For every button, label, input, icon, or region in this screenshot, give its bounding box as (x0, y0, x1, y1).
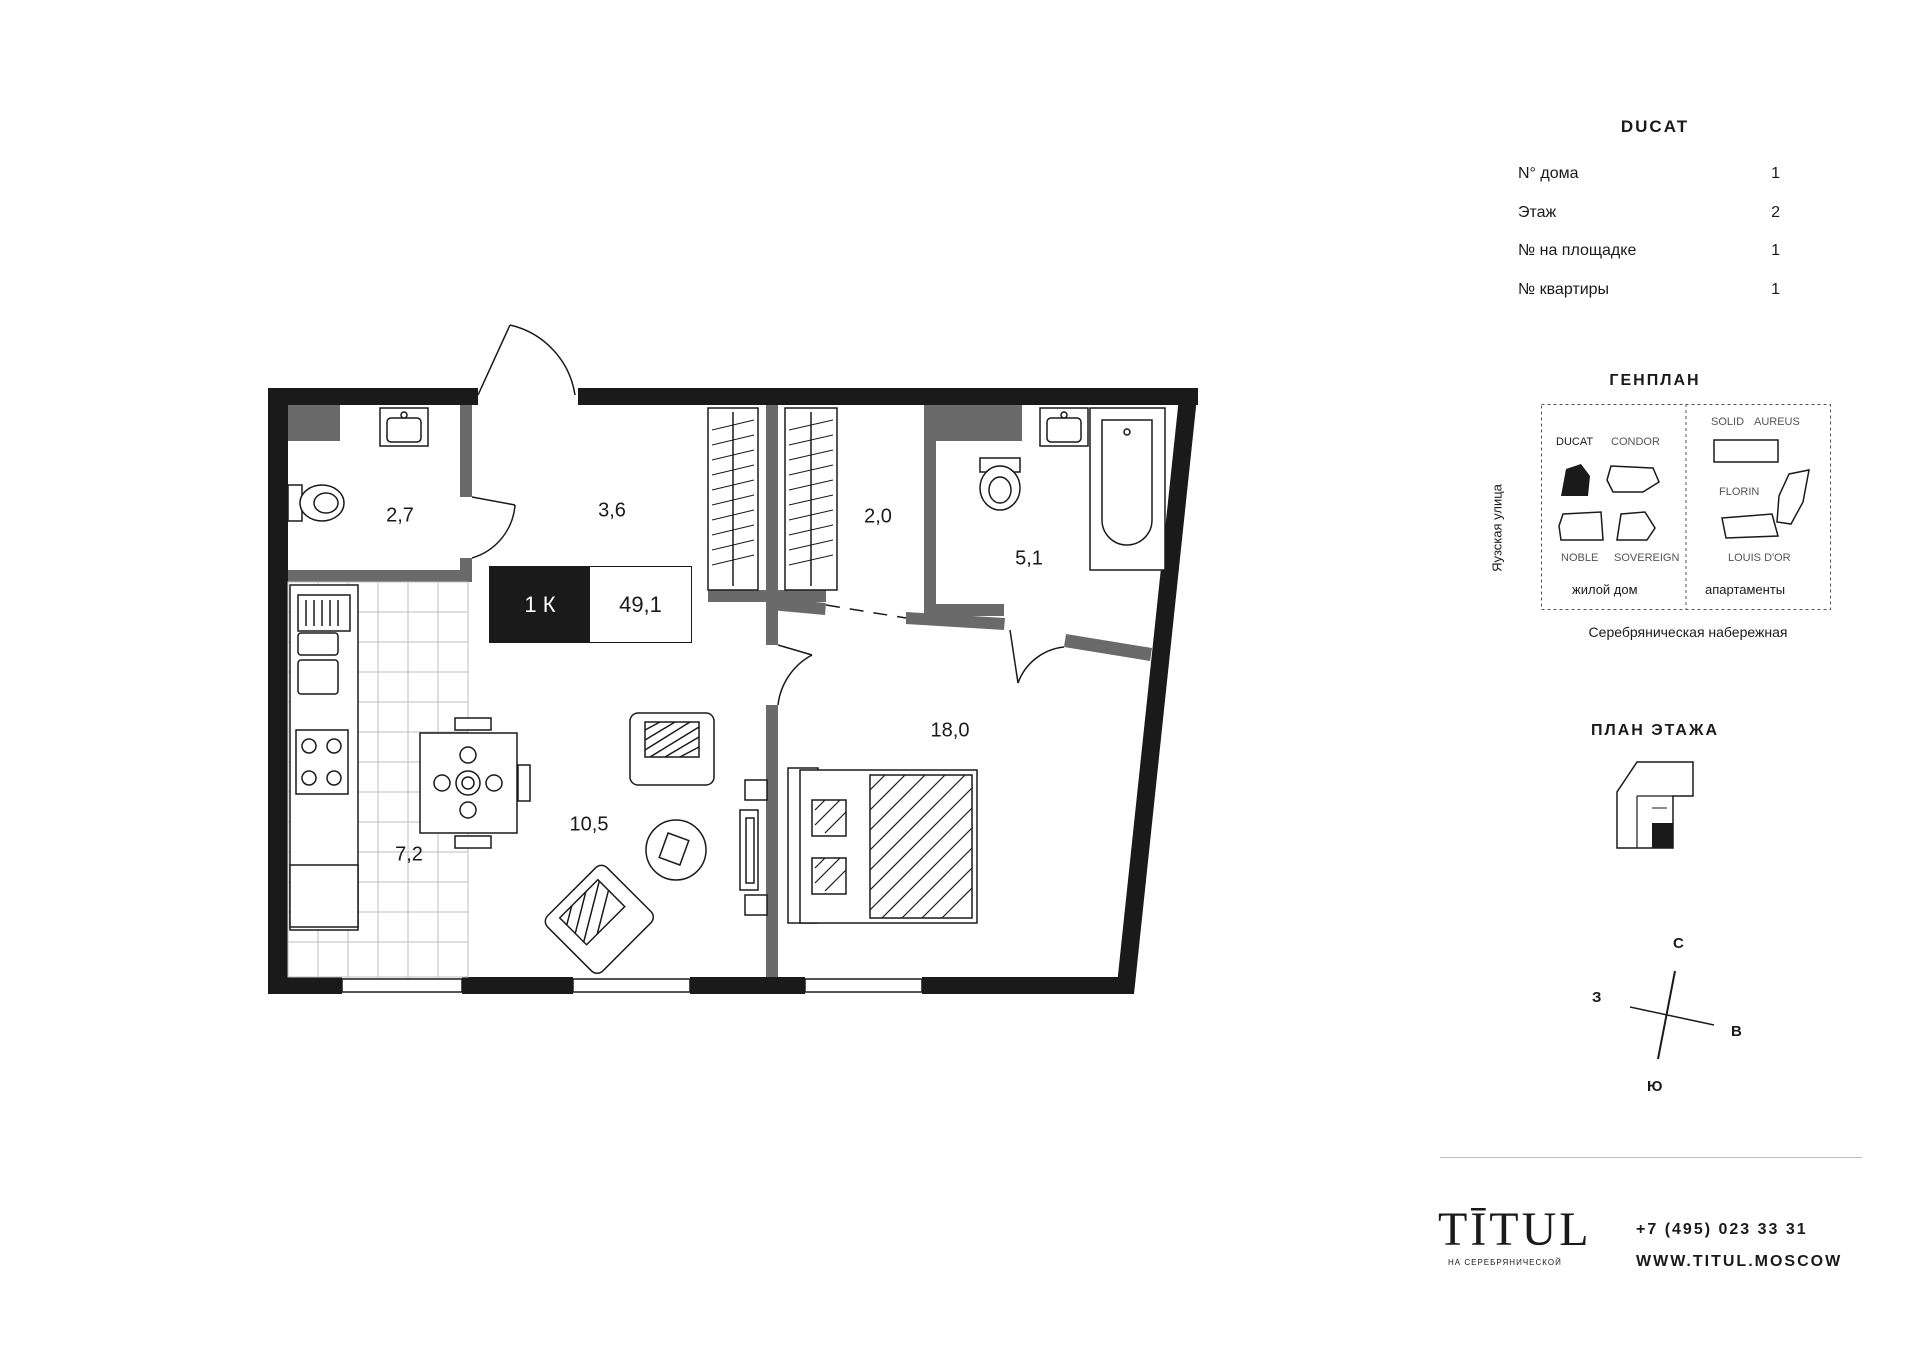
info-label: № квартиры (1518, 280, 1610, 298)
info-row: № квартиры 1 (1518, 281, 1780, 320)
residential-caption: жилой дом (1572, 582, 1638, 597)
street-bottom: Серебряническая набережная (1588, 624, 1788, 640)
apartment-location-marker (1652, 823, 1673, 848)
building-info-table: N° дома 1 Этаж 2 № на площадке 1 № кварт… (1518, 165, 1780, 319)
info-label: N° дома (1518, 165, 1579, 182)
compass-east: В (1731, 1023, 1742, 1040)
info-value: 1 (1771, 242, 1780, 259)
compass-west: З (1592, 989, 1602, 1006)
apartments-caption: апартаменты (1705, 582, 1786, 597)
bed-hatching (814, 774, 973, 919)
genplan-map: DUCAT CONDOR NOBLE SOVEREIGN SOLID AUREU… (1541, 404, 1831, 610)
dining-table (419, 717, 531, 849)
bathroom-fixtures (287, 407, 1166, 571)
area-bedroom: 18,0 (930, 719, 970, 742)
info-value: 1 (1771, 280, 1780, 298)
genplan-label: DUCAT (1556, 436, 1594, 448)
genplan-map-drawing (1541, 404, 1831, 610)
bedroom-furniture (739, 767, 978, 924)
area-living: 10,5 (569, 813, 609, 836)
area-wardrobe: 2,0 (864, 505, 892, 528)
kitchen-counter (289, 584, 359, 931)
door-swings (471, 324, 1065, 706)
living-furniture (544, 712, 715, 975)
street-left: Яузская улица (1489, 484, 1505, 572)
contact-website[interactable]: WWW.TITUL.MOSCOW (1636, 1253, 1843, 1270)
info-row: № на площадке 1 (1518, 242, 1780, 281)
genplan-label: AUREUS (1754, 416, 1800, 428)
genplan-label: SOVEREIGN (1614, 552, 1680, 564)
genplan-label: SOLID (1711, 416, 1745, 428)
total-area: 49,1 (619, 591, 662, 617)
info-row: N° дома 1 (1518, 165, 1780, 204)
info-row: Этаж 2 (1518, 204, 1780, 243)
compass-south: Ю (1647, 1078, 1663, 1095)
contact-phone[interactable]: +7 (495) 023 33 31 (1636, 1221, 1808, 1238)
area-bathroom-large: 5,1 (1015, 547, 1043, 570)
area-hall: 3,6 (598, 499, 626, 522)
area-bathroom-small: 2,7 (386, 504, 414, 527)
info-value: 1 (1771, 165, 1780, 182)
building-name: DUCAT (1620, 117, 1690, 136)
apartment-badge: 1 К 49,1 (489, 566, 692, 643)
info-value: 2 (1771, 203, 1780, 221)
info-label: Этаж (1518, 203, 1557, 221)
windows (341, 494, 1176, 993)
wardrobes (707, 407, 838, 591)
compass-rose (1629, 970, 1715, 1060)
floor-plan-title: ПЛАН ЭТАЖА (1591, 722, 1719, 739)
footer-divider (1440, 1157, 1862, 1158)
genplan-label: NOBLE (1561, 552, 1599, 564)
outer-walls (268, 388, 1198, 994)
area-kitchen: 7,2 (395, 843, 423, 866)
wardrobe-hangers (711, 419, 834, 566)
genplan-label: FLORIN (1719, 486, 1760, 498)
brand-logo-subtitle: НА СЕРЕБРЯНИЧЕСКОЙ (1448, 1258, 1562, 1267)
floor-mini-plan (1616, 761, 1694, 849)
genplan-title: ГЕНПЛАН (1609, 372, 1701, 389)
compass-north: С (1673, 935, 1684, 952)
inner-walls (288, 405, 1152, 977)
info-label: № на площадке (1518, 242, 1637, 259)
genplan-label: LOUIS D'OR (1728, 552, 1791, 564)
brand-logo: TĪTUL (1438, 1203, 1592, 1256)
rooms-count: 1 К (490, 567, 590, 642)
ducat-building-shape (1561, 464, 1590, 496)
genplan-label: CONDOR (1611, 436, 1660, 448)
